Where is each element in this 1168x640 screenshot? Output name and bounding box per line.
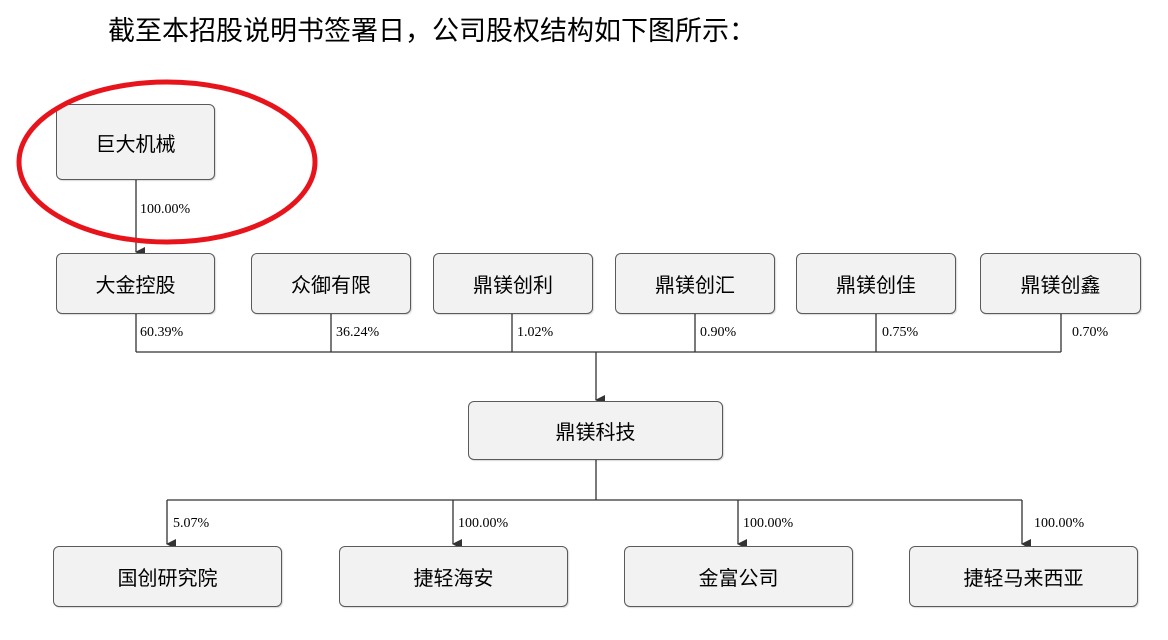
node-dmcx: 鼎镁创鑫 (980, 253, 1141, 314)
pct-jqha: 100.00% (458, 516, 509, 531)
pct-jfgs: 100.00% (743, 516, 794, 531)
pct-dmcx: 0.70% (1072, 325, 1109, 340)
node-dmch: 鼎镁创汇 (615, 253, 775, 314)
node-dmcj: 鼎镁创佳 (796, 253, 956, 314)
pct-dmcj: 0.75% (882, 325, 919, 340)
node-zhongyu: 众御有限 (251, 253, 411, 314)
pct-dmcl: 1.02% (517, 325, 554, 340)
pct-gcyjy: 5.07% (173, 516, 210, 531)
pct-giant-dajin: 100.00% (140, 202, 191, 217)
node-giant: 巨大机械 (56, 104, 215, 180)
pct-dmch: 0.90% (700, 325, 737, 340)
pct-dajin: 60.39% (140, 325, 184, 340)
node-dmcl: 鼎镁创利 (433, 253, 593, 314)
node-company: 鼎镁科技 (468, 401, 723, 460)
pct-zhongyu: 36.24% (336, 325, 380, 340)
node-jqha: 捷轻海安 (339, 546, 568, 607)
node-jfgs: 金富公司 (624, 546, 853, 607)
node-gcyjy: 国创研究院 (53, 546, 282, 607)
intro-text: 截至本招股说明书签署日，公司股权结构如下图所示： (108, 16, 756, 47)
pct-jqmlxy: 100.00% (1034, 516, 1085, 531)
node-jqmlxy: 捷轻马来西亚 (909, 546, 1138, 607)
node-dajin: 大金控股 (56, 253, 215, 314)
